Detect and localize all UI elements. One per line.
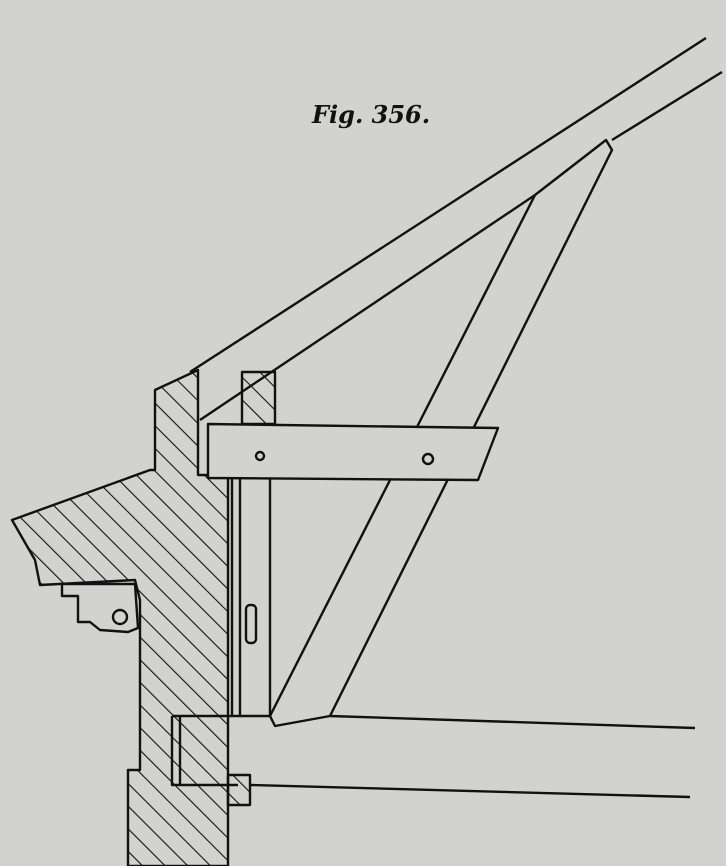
horizontal-tie [206, 422, 500, 482]
cornice-bracket [60, 582, 140, 634]
rafter [189, 36, 723, 421]
wall-post [230, 478, 272, 716]
purlin [240, 370, 277, 426]
figure-caption: Fig. 356. [312, 100, 431, 129]
tie-beam [170, 714, 696, 807]
